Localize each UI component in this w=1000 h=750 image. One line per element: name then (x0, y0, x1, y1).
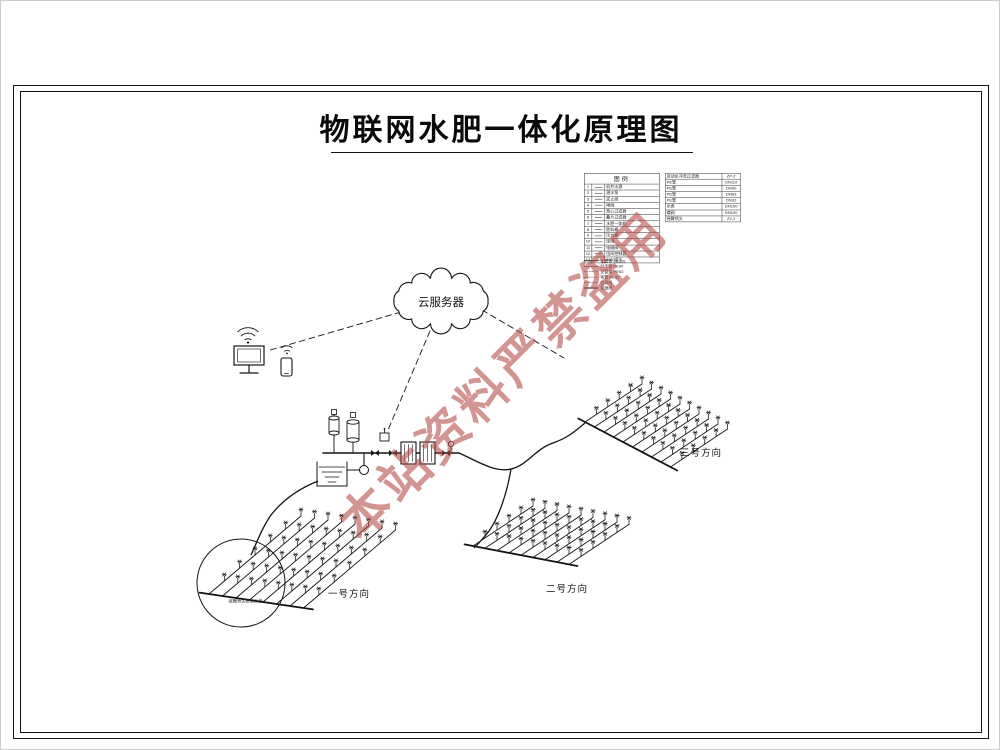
legend-symbol (594, 198, 603, 200)
legend-note: 支管道 PE63 (584, 269, 624, 274)
legend-title: 图例 (584, 173, 660, 184)
line-type-sample (584, 271, 599, 272)
phone-icon (280, 357, 293, 377)
cloud-server-shape (393, 267, 489, 335)
line-type-sample (584, 260, 599, 262)
legend-symbol (594, 229, 603, 230)
border-frame-outer (13, 85, 989, 739)
border-frame-inner (20, 91, 982, 733)
detail-note: 摇臂喷头安装示意 (228, 598, 263, 604)
legend-note: 信号线 (584, 279, 613, 285)
legend-symbol (594, 205, 603, 206)
line-type-sample (584, 265, 599, 267)
monitor-icon (233, 345, 265, 374)
field-label-3: 三号方向 (680, 448, 723, 459)
legend-note: 电源线 (584, 285, 665, 290)
legend-symbol (594, 241, 603, 243)
detail-callout-circle (196, 538, 286, 628)
legend-symbol (594, 247, 603, 249)
line-type-sample (584, 276, 599, 278)
supply-pipes (250, 422, 586, 556)
fertigation-equipment (316, 409, 460, 487)
legend-symbol (594, 235, 603, 236)
wifi-icon (237, 327, 259, 344)
legend-symbol (594, 259, 603, 261)
field-label-1: 一号方向 (328, 589, 371, 600)
sprinkler-field-3 (577, 375, 731, 472)
wifi-icon-small (281, 345, 293, 355)
sprinkler-field-2 (463, 497, 632, 567)
legend-symbol (594, 186, 603, 188)
title-underline (331, 152, 693, 153)
legend-note: 主管道 PE110 (584, 258, 665, 263)
legend-note: 分干管 PE90 (584, 263, 624, 269)
legend-symbol (594, 192, 603, 194)
cloud-server-label: 云服务器 (418, 297, 464, 309)
line-type-sample (584, 282, 599, 283)
wireless-links (266, 309, 565, 431)
sprinkler-field-1 (198, 507, 399, 611)
legend-note: 毛管 PE32 (584, 274, 620, 280)
legend-symbol (594, 211, 603, 212)
legend-symbol (594, 253, 603, 255)
field-label-2: 二号方向 (546, 584, 589, 595)
line-type-sample (584, 286, 599, 289)
legend-symbol (594, 217, 603, 218)
legend-symbol (594, 223, 603, 224)
drawing-title: 物联网水肥一体化原理图 (319, 114, 683, 147)
